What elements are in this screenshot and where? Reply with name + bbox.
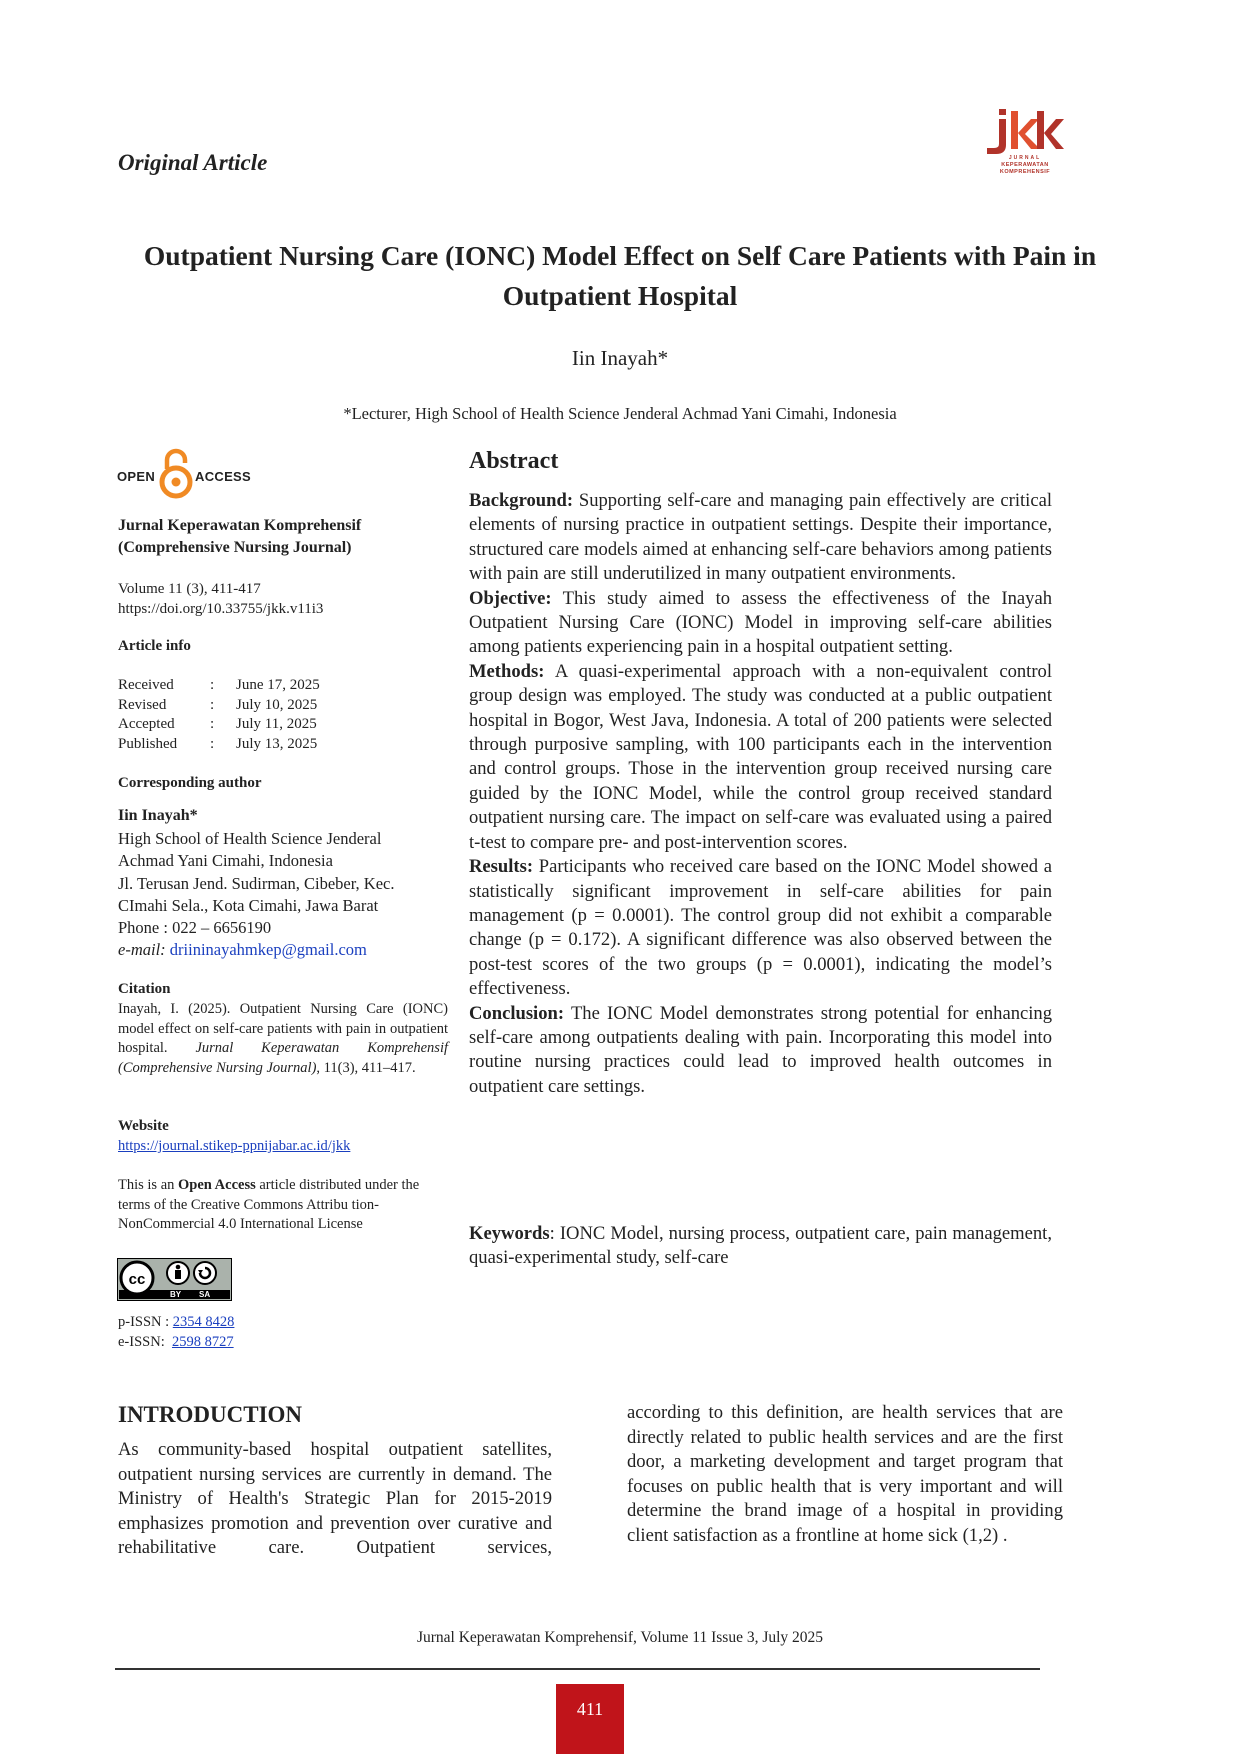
doi-text: https://doi.org/10.33755/jkk.v11i3 <box>118 600 324 617</box>
date-separator: : <box>210 716 215 732</box>
date-label: Received <box>118 677 174 693</box>
license-bold: Open Access <box>178 1177 256 1193</box>
abstract-text: A quasi-experimental approach with a non… <box>469 660 1052 853</box>
date-value: July 11, 2025 <box>236 716 317 732</box>
abstract-conclusion: Conclusion: The IONC Model demonstrates … <box>469 1002 1052 1100</box>
pissn-row: p-ISSN : 2354 8428 <box>118 1312 234 1332</box>
journal-name: Jurnal Keperawatan Komprehensif (Compreh… <box>118 515 448 559</box>
date-value: July 10, 2025 <box>236 696 318 713</box>
keywords-label: Keywords <box>469 1223 550 1244</box>
page-number: 411 <box>556 1684 624 1754</box>
license-pre: This is an <box>118 1177 175 1193</box>
introduction-column-1: As community-based hospital outpatient s… <box>118 1439 552 1558</box>
introduction-heading: INTRODUCTION <box>118 1402 303 1427</box>
abstract-background: Background: Supporting self-care and man… <box>469 489 1052 587</box>
citation-plain: Inayah, I. (2025). Outpatient Nursing Ca… <box>118 1001 448 1056</box>
cc-by-sa-icon: cc <box>117 1258 232 1301</box>
date-label: Revised <box>118 696 167 713</box>
article-info-heading: Article info <box>118 638 191 654</box>
date-separator: : <box>210 677 215 693</box>
volume-text: Volume 11 (3), 411-417 <box>118 581 261 597</box>
corr-line: CImahi Sela., Kota Cimahi, Jawa Barat <box>118 895 379 915</box>
eissn-row: e-ISSN: 2598 8727 <box>118 1332 234 1352</box>
open-access-left-text: OPEN <box>117 469 156 484</box>
license-post: article distributed under the terms of t… <box>118 1177 420 1232</box>
jkk-logo-icon <box>987 109 1064 154</box>
article-dates-table: Received : June 17, 2025 Revised : July … <box>118 676 418 754</box>
date-row-revised: Revised : July 10, 2025 <box>118 696 418 716</box>
open-access-right-text: ACCESS <box>195 469 251 484</box>
footer-journal-line: Jurnal Keperawatan Komprehensif, Volume … <box>416 1629 824 1646</box>
date-label: Accepted <box>118 716 175 732</box>
abstract-label: Background: <box>469 490 574 511</box>
website-link[interactable]: https://journal.stikep-ppnijabar.ac.id/j… <box>118 1138 351 1154</box>
cc-by-label: BY <box>170 1290 182 1299</box>
issn-block: p-ISSN : 2354 8428 e-ISSN: 2598 8727 <box>118 1312 234 1352</box>
abstract-text: The IONC Model demonstrates strong poten… <box>469 1002 1053 1097</box>
paper-title: Outpatient Nursing Care (IONC) Model Eff… <box>143 240 1097 311</box>
volume-info: Volume 11 (3), 411-417 https://doi.org/1… <box>118 580 448 619</box>
corresponding-author-heading: Corresponding author <box>118 775 262 791</box>
keywords-text: : IONC Model, nursing process, outpatien… <box>469 1223 1052 1269</box>
date-separator: : <box>210 696 215 713</box>
journal-name-line-2: (Comprehensive Nursing Journal) <box>118 539 352 556</box>
abstract-text: This study aimed to assess the effective… <box>469 587 1052 658</box>
corresponding-author-details: High School of Health Science Jenderal A… <box>118 828 458 962</box>
footer-divider <box>115 1668 1040 1670</box>
corr-email-row: e-mail: driininayahmkep@gmail.com <box>118 939 458 961</box>
corr-line: Jl. Terusan Jend. Sudirman, Cibeber, Kec… <box>118 873 395 893</box>
journal-name-line-1: Jurnal Keperawatan Komprehensif <box>118 517 362 534</box>
author-affiliation: *Lecturer, High School of Health Science… <box>343 404 897 423</box>
abstract-heading: Abstract <box>469 448 559 474</box>
date-separator: : <box>210 735 215 752</box>
journal-logo: JURNAL KEPERAWATAN KOMPREHENSIF <box>985 105 1065 177</box>
abstract-results: Results: Participants who received care … <box>469 855 1052 1001</box>
citation-heading: Citation <box>118 981 171 997</box>
citation-tail: , 11(3), 411–417. <box>316 1059 416 1076</box>
logo-line-3: KOMPREHENSIF <box>999 169 1051 175</box>
abstract-label: Objective: <box>469 587 552 609</box>
license-text: This is an Open Access article distribut… <box>118 1176 448 1235</box>
corresponding-author-name: Iin Inayah* <box>118 807 198 824</box>
article-type: Original Article <box>118 150 268 175</box>
open-access-logo: OPEN ACCESS <box>117 447 259 501</box>
pissn-label: p-ISSN : <box>118 1314 170 1330</box>
date-row-accepted: Accepted : July 11, 2025 <box>118 715 418 735</box>
citation-journal: Jurnal Keperawatan Komprehensif (Compreh… <box>118 1040 449 1076</box>
svg-text:cc: cc <box>129 1271 146 1288</box>
abstract-label: Conclusion: <box>469 1002 565 1024</box>
date-value: July 13, 2025 <box>236 735 318 752</box>
date-row-received: Received : June 17, 2025 <box>118 676 418 696</box>
date-row-published: Published : July 13, 2025 <box>118 735 418 755</box>
abstract-body: Background: Supporting self-care and man… <box>469 489 1052 1099</box>
corr-line: Achmad Yani Cimahi, Indonesia <box>118 851 333 871</box>
corr-phone: Phone : 022 – 6656190 <box>118 918 272 938</box>
logo-line-2: KEPERAWATAN <box>1001 162 1049 168</box>
email-link[interactable]: driininayahmkep@gmail.com <box>169 940 367 960</box>
open-access-lock-icon <box>159 448 193 499</box>
author-name: Iin Inayah* <box>571 346 669 370</box>
abstract-text: Participants who received care based on … <box>469 856 1052 1000</box>
keywords: Keywords: IONC Model, nursing process, o… <box>469 1222 1052 1271</box>
abstract-methods: Methods: A quasi-experimental approach w… <box>469 660 1052 855</box>
abstract-objective: Objective: This study aimed to assess th… <box>469 587 1052 660</box>
date-value: June 17, 2025 <box>236 677 320 693</box>
introduction-column-2: according to this definition, are health… <box>627 1402 1063 1546</box>
pissn-link[interactable]: 2354 8428 <box>172 1314 235 1330</box>
abstract-label: Methods: <box>469 660 545 682</box>
website-heading: Website <box>118 1118 169 1134</box>
eissn-link[interactable]: 2598 8727 <box>171 1334 234 1350</box>
citation-text: Inayah, I. (2025). Outpatient Nursing Ca… <box>118 1000 448 1078</box>
cc-by-sa-badge[interactable]: cc BY SA <box>117 1258 232 1301</box>
logo-line-1: JURNAL <box>1008 155 1042 161</box>
eissn-label: e-ISSN: <box>118 1334 165 1350</box>
corr-line: High School of Health Science Jenderal <box>118 829 382 848</box>
abstract-text: Supporting self-care and managing pain e… <box>469 490 1052 585</box>
email-label: e-mail: <box>118 940 166 960</box>
abstract-label: Results: <box>469 856 534 878</box>
date-label: Published <box>118 735 178 752</box>
cc-sa-label: SA <box>199 1290 211 1299</box>
